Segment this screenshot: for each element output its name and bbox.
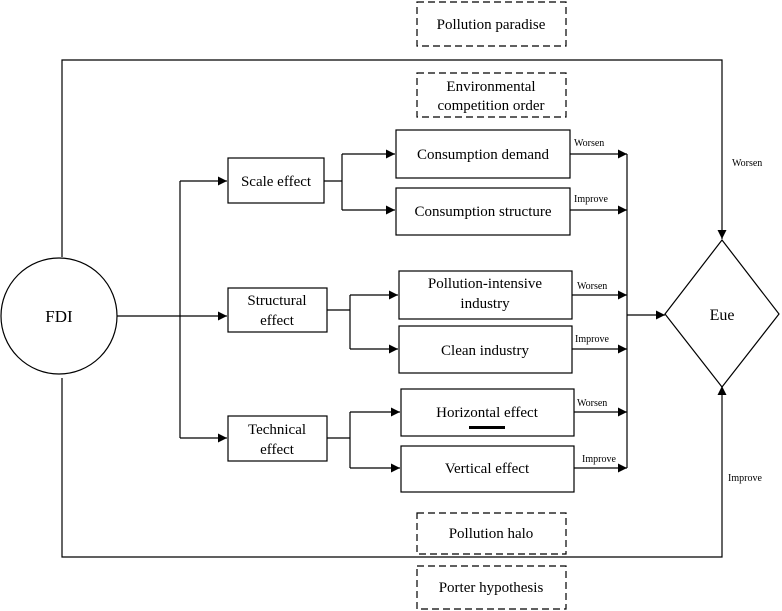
vertical-effect-label: Vertical effect bbox=[445, 461, 530, 477]
fdi-node bbox=[0, 257, 118, 375]
environmental-competition-order-label-1: Environmental bbox=[446, 79, 535, 95]
pollution-intensive-industry-label-1: Pollution-intensive bbox=[428, 276, 543, 292]
pollution-paradise-box bbox=[416, 1, 567, 47]
consumption-demand-box bbox=[395, 129, 571, 179]
structural-effect-label-1: Structural bbox=[247, 293, 306, 309]
technical-effect-box bbox=[227, 415, 328, 462]
environmental-competition-order-box bbox=[416, 72, 567, 118]
scale-effect-label: Scale effect bbox=[241, 174, 312, 190]
horizontal-effect-underline-mark bbox=[469, 426, 505, 429]
pollution-halo-box bbox=[416, 512, 567, 555]
environmental-competition-order-label-2: competition order bbox=[437, 98, 544, 114]
technical-effect-label-1: Technical bbox=[248, 422, 306, 438]
edge-label-vertical-effect: Improve bbox=[582, 454, 616, 465]
edge-label-pollution-intensive-industry: Worsen bbox=[577, 281, 607, 292]
scale-effect-box bbox=[227, 157, 325, 204]
edge-label-consumption-demand: Worsen bbox=[574, 138, 604, 149]
pollution-intensive-industry-box bbox=[398, 270, 573, 320]
edge-label-clean-industry: Improve bbox=[575, 334, 609, 345]
bottom-loop-line bbox=[61, 378, 727, 558]
fdi-label: FDI bbox=[45, 307, 73, 326]
porter-hypothesis-box bbox=[416, 565, 567, 610]
edge-label-consumption-structure: Improve bbox=[574, 194, 608, 205]
pollution-intensive-industry-label-2: industry bbox=[460, 296, 510, 312]
structural-effect-label-2: effect bbox=[260, 313, 295, 329]
clean-industry-box bbox=[398, 325, 573, 374]
top-loop-line bbox=[61, 59, 727, 257]
consumption-structure-box bbox=[395, 187, 571, 236]
clean-industry-label: Clean industry bbox=[441, 343, 529, 359]
porter-hypothesis-label: Porter hypothesis bbox=[439, 580, 544, 596]
pollution-paradise-label: Pollution paradise bbox=[437, 17, 546, 33]
horizontal-effect-label: Horizontal effect bbox=[436, 405, 539, 421]
pollution-halo-label: Pollution halo bbox=[449, 526, 534, 542]
technical-effect-label-2: effect bbox=[260, 442, 295, 458]
edge-label-horizontal-effect: Worsen bbox=[577, 398, 607, 409]
vertical-effect-box bbox=[400, 445, 575, 493]
eue-label: Eue bbox=[710, 307, 735, 324]
edge-label-bottom-loop: Improve bbox=[728, 473, 762, 484]
eue-node bbox=[664, 239, 780, 388]
consumption-demand-label: Consumption demand bbox=[417, 147, 550, 163]
structural-effect-box bbox=[227, 287, 328, 333]
edge-label-top-loop: Worsen bbox=[732, 158, 762, 169]
consumption-structure-label: Consumption structure bbox=[414, 204, 551, 220]
